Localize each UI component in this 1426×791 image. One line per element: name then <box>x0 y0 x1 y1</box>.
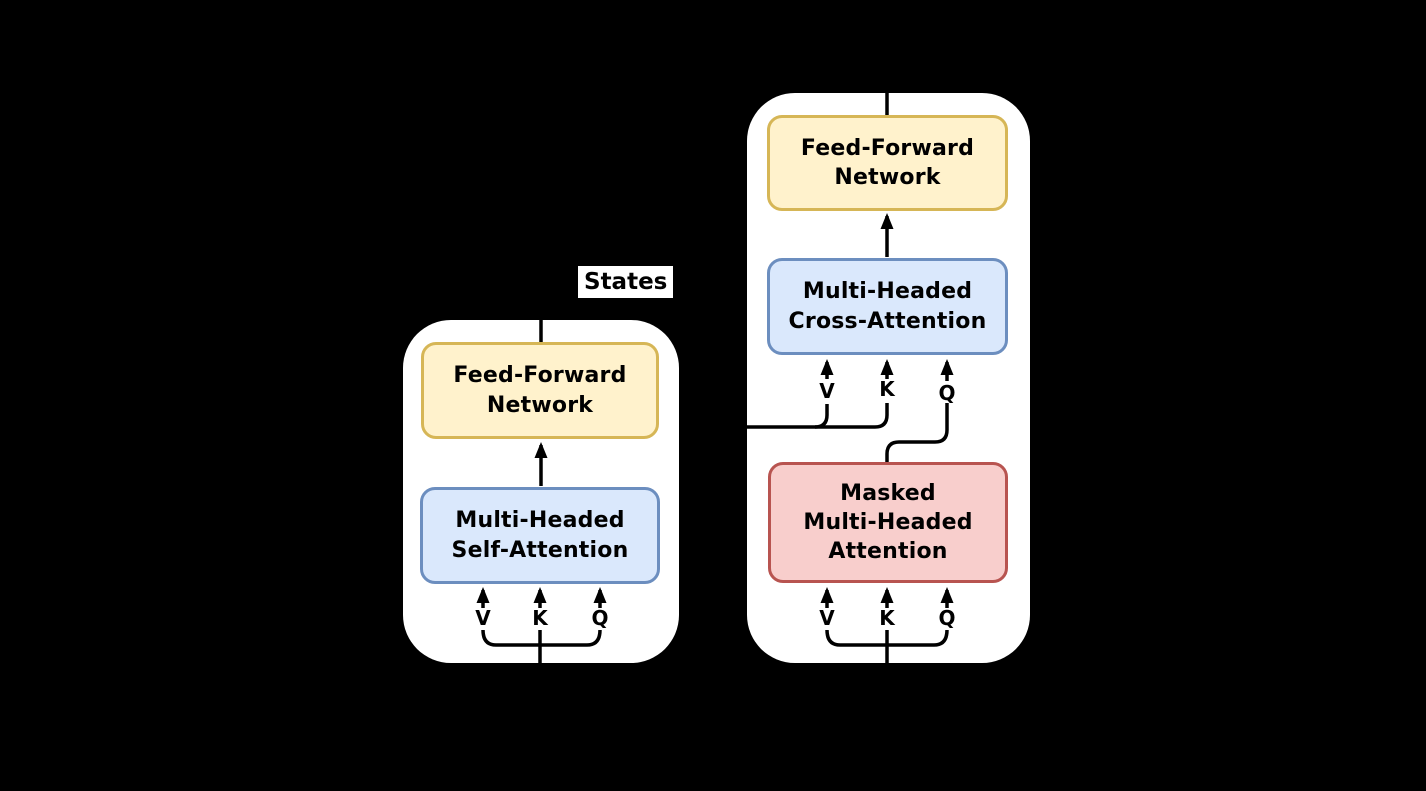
decoder-input-k-label: K <box>879 606 895 630</box>
cross-input-k-label: K <box>879 377 895 401</box>
decoder-feed-forward-label: Feed-Forward Network <box>800 135 975 190</box>
decoder-input-v-label: V <box>819 606 835 630</box>
decoder-input-q-label: Q <box>938 606 956 630</box>
encoder-self-attention-label: Multi-Headed Self-Attention <box>451 508 629 563</box>
decoder-feed-forward-block: Feed-Forward Network <box>767 115 1008 211</box>
decoder-cross-attention-block: Multi-Headed Cross-Attention <box>767 258 1008 355</box>
encoder-feed-forward-block: Feed-Forward Network <box>421 342 659 439</box>
encoder-feed-forward-label: Feed-Forward Network <box>453 363 627 418</box>
encoder-self-attention-block: Multi-Headed Self-Attention <box>420 487 660 584</box>
decoder-masked-attention-block: Masked Multi-Headed Attention <box>768 462 1008 583</box>
encoder-input-q-label: Q <box>591 606 609 630</box>
cross-input-q-label: Q <box>938 381 956 405</box>
cross-input-v-label: V <box>819 379 835 403</box>
encoder-input-v-label: V <box>475 606 491 630</box>
decoder-cross-attention-label: Multi-Headed Cross-Attention <box>788 279 987 334</box>
encoder-input-k-label: K <box>532 606 548 630</box>
states-label: States <box>578 266 674 298</box>
decoder-masked-attention-label: Masked Multi-Headed Attention <box>803 480 973 565</box>
